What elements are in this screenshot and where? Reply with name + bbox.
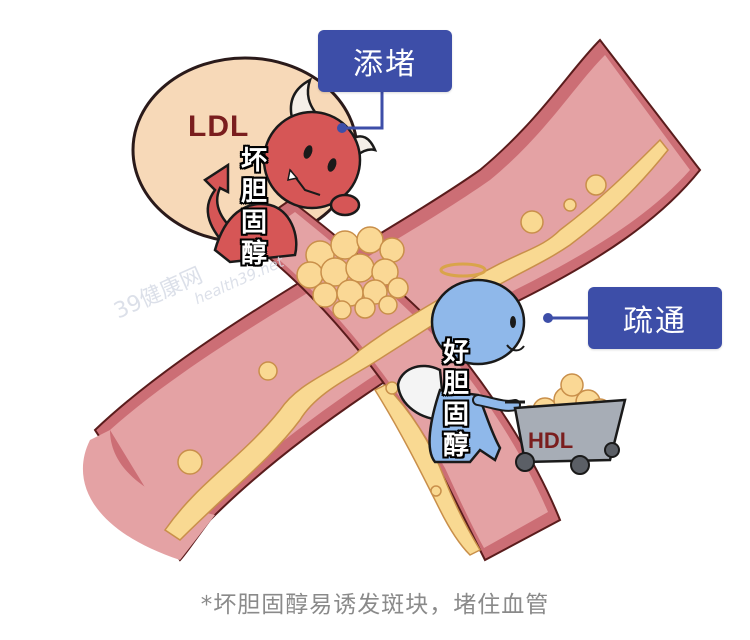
devil-character [203,77,378,264]
pointer-dot-clear [543,313,553,323]
plaque-blob [563,198,577,212]
halo-icon [439,262,487,278]
hdl-cart [505,373,627,475]
clear-label-box: 疏通 [588,287,722,349]
angel-eye [510,316,516,328]
devil-head [262,110,362,210]
plaque-streak-branch [373,384,482,556]
pointer-dot-block [337,123,347,133]
devil-eye [303,145,313,159]
angel-head [430,278,526,366]
cholesterol-cluster [296,226,409,320]
label-char: 醇 [240,239,267,269]
label-char: 坏 [240,146,267,176]
caption: *坏胆固醇易诱发斑块，堵住血管 [200,592,550,618]
angel-arm-fill [474,396,519,410]
devil-fang [287,168,299,181]
plaque-blob [585,174,607,196]
label-char: 醇 [442,431,469,461]
bad-cholesterol-label: 坏 胆 固 醇 [239,146,269,270]
angel-character [396,262,526,464]
plaque-blob [430,485,442,497]
devil-body [213,202,298,264]
cart-wheel [570,455,590,475]
cart-body [513,398,627,464]
cart-wheel [515,452,535,472]
label-char: 好 [442,338,469,368]
cart-wheel [604,442,620,458]
good-cholesterol-label: 好 胆 固 醇 [441,338,471,462]
ldl-label: LDL [188,110,250,143]
hdl-label: HDL [528,428,574,453]
devil-horn-icon [289,77,318,120]
plaque-blob [520,210,544,234]
angel-smile [506,344,525,352]
plaque-blob [385,381,399,395]
devil-hand [329,193,361,217]
label-char: 固 [442,400,469,430]
label-char: 胆 [240,177,267,207]
label-char: 固 [240,208,267,238]
plaque-streak [163,138,669,541]
pointer-line-block [342,92,384,130]
plaque-blob [258,361,278,381]
devil-eye [327,158,337,172]
label-char: 胆 [442,369,469,399]
plaque-blob [177,449,203,475]
block-label-box: 添堵 [318,30,452,92]
angel-body [428,388,502,464]
